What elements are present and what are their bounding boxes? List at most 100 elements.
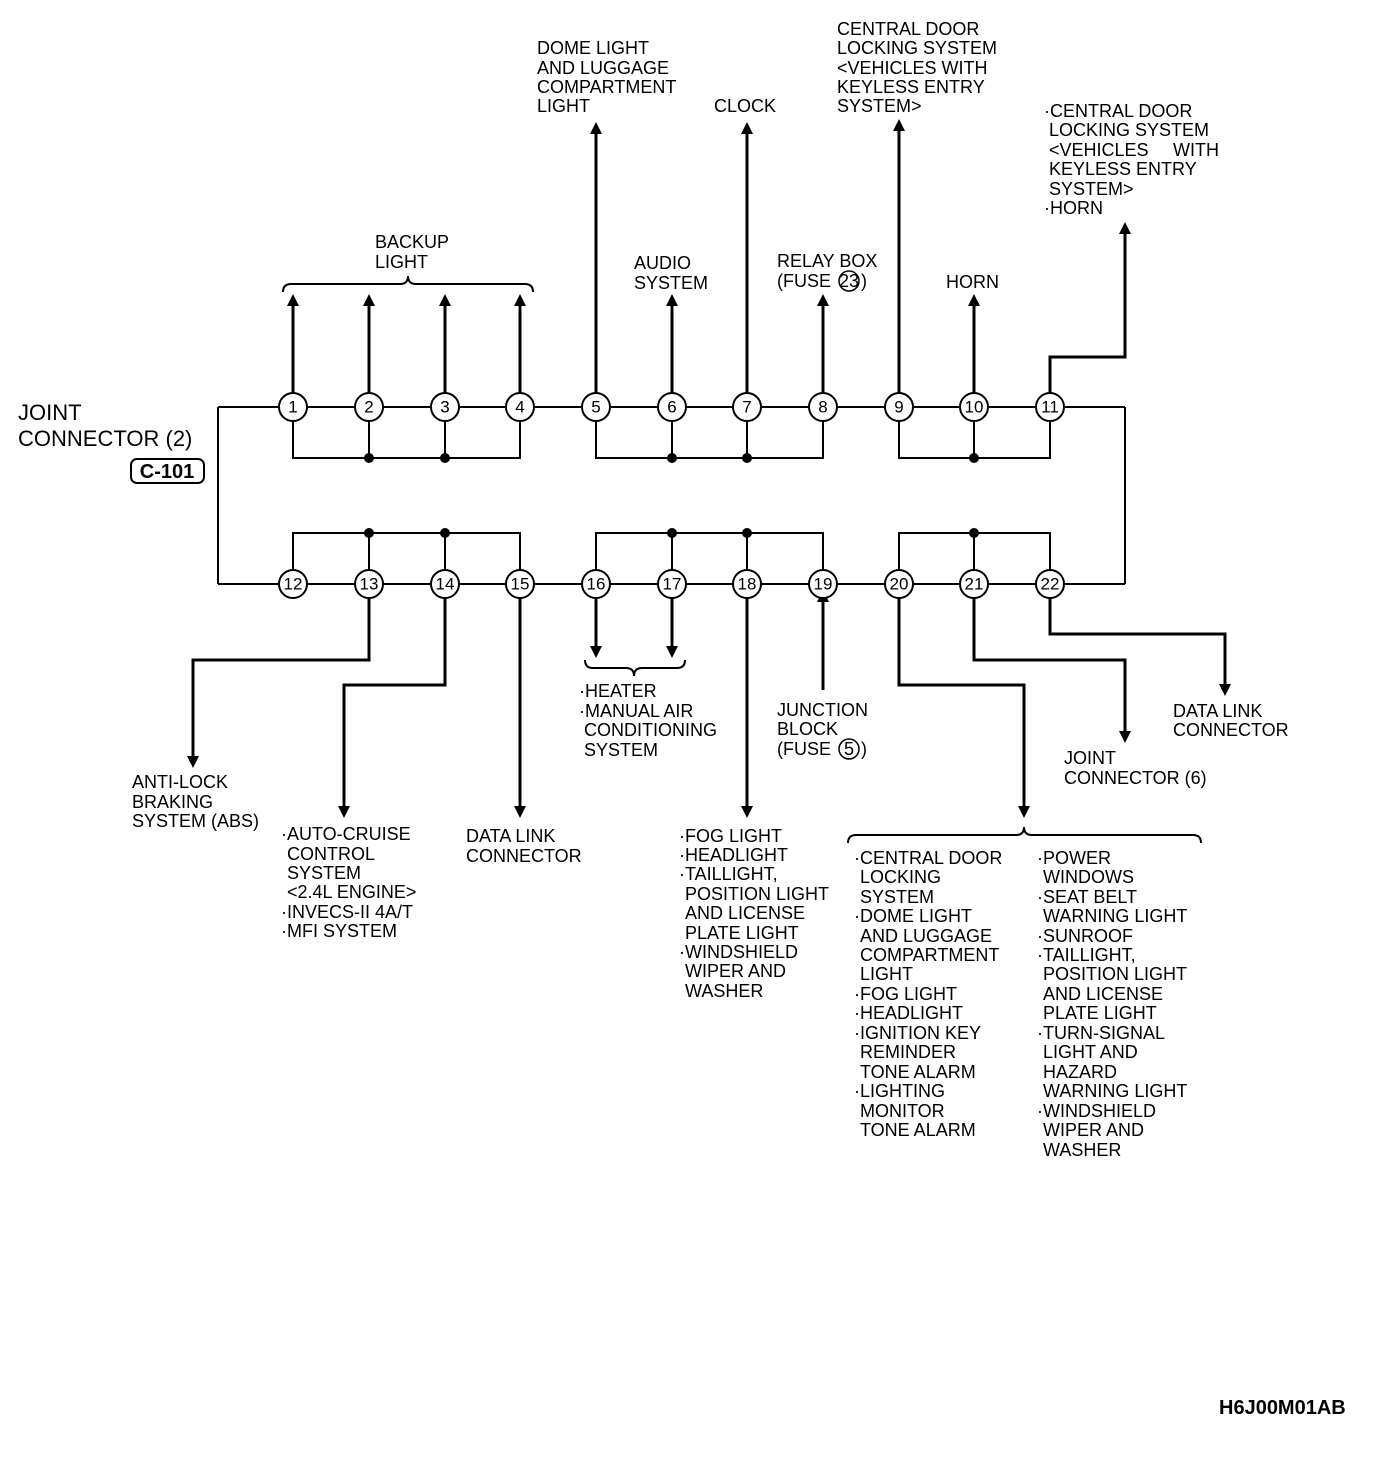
pin-2: 2 bbox=[354, 392, 384, 422]
svg-text:SYSTEM (ABS): SYSTEM (ABS) bbox=[132, 811, 259, 831]
svg-text:4: 4 bbox=[515, 398, 524, 417]
svg-text:10: 10 bbox=[965, 398, 984, 417]
svg-text:LIGHT: LIGHT bbox=[860, 964, 913, 984]
svg-text:2: 2 bbox=[364, 398, 373, 417]
svg-text:CENTRAL DOOR: CENTRAL DOOR bbox=[837, 19, 979, 39]
svg-text:WARNING LIGHT: WARNING LIGHT bbox=[1043, 1081, 1187, 1101]
svg-text:MONITOR: MONITOR bbox=[860, 1101, 945, 1121]
svg-text:BACKUP: BACKUP bbox=[375, 232, 449, 252]
connector-title: JOINT CONNECTOR (2) C-101 bbox=[18, 400, 205, 484]
svg-text:·MFI SYSTEM: ·MFI SYSTEM bbox=[281, 921, 397, 941]
svg-text:BRAKING: BRAKING bbox=[132, 792, 213, 812]
svg-text:·SUNROOF: ·SUNROOF bbox=[1037, 926, 1133, 946]
svg-text:16: 16 bbox=[587, 575, 606, 594]
svg-text:12: 12 bbox=[284, 575, 303, 594]
svg-text:SYSTEM: SYSTEM bbox=[860, 887, 934, 907]
pin-13: 13 bbox=[354, 569, 384, 599]
svg-text:): ) bbox=[861, 739, 867, 759]
label-abs: ANTI-LOCK BRAKING SYSTEM (ABS) bbox=[132, 772, 259, 831]
svg-text:8: 8 bbox=[818, 398, 827, 417]
svg-text:LIGHT: LIGHT bbox=[537, 96, 590, 116]
svg-text:PLATE LIGHT: PLATE LIGHT bbox=[1043, 1003, 1157, 1023]
svg-text:·HEADLIGHT: ·HEADLIGHT bbox=[679, 845, 788, 865]
svg-text:CONTROL: CONTROL bbox=[287, 844, 375, 864]
svg-text:·HEATER: ·HEATER bbox=[579, 681, 657, 701]
svg-text:·CENTRAL DOOR: ·CENTRAL DOOR bbox=[1044, 101, 1192, 121]
svg-text:·TAILLIGHT,: ·TAILLIGHT, bbox=[679, 864, 778, 884]
pin-6: 6 bbox=[657, 392, 687, 422]
svg-text:·WINDSHIELD: ·WINDSHIELD bbox=[1037, 1101, 1156, 1121]
svg-text:·FOG LIGHT: ·FOG LIGHT bbox=[854, 984, 957, 1004]
svg-text:KEYLESS ENTRY: KEYLESS ENTRY bbox=[837, 77, 985, 97]
pin-1: 1 bbox=[278, 392, 308, 422]
svg-text:·TAILLIGHT,: ·TAILLIGHT, bbox=[1037, 945, 1136, 965]
svg-text:CONNECTOR (2): CONNECTOR (2) bbox=[18, 426, 192, 451]
svg-text:17: 17 bbox=[663, 575, 682, 594]
svg-text:AND LUGGAGE: AND LUGGAGE bbox=[537, 58, 669, 78]
label-backup-light: BACKUP LIGHT bbox=[375, 232, 449, 272]
svg-text:SYSTEM>: SYSTEM> bbox=[1049, 179, 1134, 199]
svg-text:AUDIO: AUDIO bbox=[634, 253, 691, 273]
svg-text:7: 7 bbox=[742, 398, 751, 417]
svg-text:CONNECTOR: CONNECTOR bbox=[1173, 720, 1289, 740]
svg-text:LIGHT: LIGHT bbox=[375, 252, 428, 272]
label-junction-block: JUNCTION BLOCK (FUSE 5 ) bbox=[777, 700, 868, 760]
svg-text:JUNCTION: JUNCTION bbox=[777, 700, 868, 720]
wire-pin-20 bbox=[897, 596, 1030, 818]
label-data-link-22: DATA LINK CONNECTOR bbox=[1173, 701, 1289, 740]
svg-text:REMINDER: REMINDER bbox=[860, 1042, 956, 1062]
pin-22: 22 bbox=[1035, 569, 1065, 599]
svg-text:·SEAT BELT: ·SEAT BELT bbox=[1037, 887, 1137, 907]
svg-text:·FOG LIGHT: ·FOG LIGHT bbox=[679, 826, 782, 846]
pin-8: 8 bbox=[808, 392, 838, 422]
bottom-wires bbox=[187, 590, 1231, 818]
svg-text:TONE ALARM: TONE ALARM bbox=[860, 1120, 976, 1140]
braces bbox=[282, 275, 1202, 844]
svg-text:·IGNITION KEY: ·IGNITION KEY bbox=[854, 1023, 981, 1043]
svg-text:BLOCK: BLOCK bbox=[777, 719, 838, 739]
svg-text:WIPER AND: WIPER AND bbox=[685, 961, 786, 981]
pin-4: 4 bbox=[505, 392, 535, 422]
svg-text:POSITION LIGHT: POSITION LIGHT bbox=[685, 884, 829, 904]
svg-text:): ) bbox=[861, 271, 867, 291]
pin-21: 21 bbox=[959, 569, 989, 599]
svg-text:5: 5 bbox=[591, 398, 600, 417]
svg-text:ANTI-LOCK: ANTI-LOCK bbox=[132, 772, 228, 792]
svg-text:·POWER: ·POWER bbox=[1037, 848, 1111, 868]
wire-pin-13 bbox=[187, 596, 371, 768]
label-relay-box: RELAY BOX (FUSE 23 ) bbox=[777, 251, 877, 292]
svg-text:15: 15 bbox=[511, 575, 530, 594]
svg-text:WASHER: WASHER bbox=[685, 981, 763, 1001]
pin-12: 12 bbox=[278, 569, 308, 599]
svg-text:AND LUGGAGE: AND LUGGAGE bbox=[860, 926, 992, 946]
svg-text:TONE ALARM: TONE ALARM bbox=[860, 1062, 976, 1082]
wire-pin-21 bbox=[972, 596, 1131, 743]
svg-text:CLOCK: CLOCK bbox=[714, 96, 776, 116]
svg-text:LOCKING SYSTEM: LOCKING SYSTEM bbox=[837, 38, 997, 58]
svg-text:CONDITIONING: CONDITIONING bbox=[584, 720, 717, 740]
pin-9: 9 bbox=[884, 392, 914, 422]
svg-text:22: 22 bbox=[1041, 575, 1060, 594]
internal-bus-bottom bbox=[292, 528, 1051, 584]
wire-pin-22 bbox=[1048, 596, 1231, 696]
wire-pin-11 bbox=[1048, 222, 1131, 395]
svg-text:9: 9 bbox=[894, 398, 903, 417]
label-data-link-15: DATA LINK CONNECTOR bbox=[466, 826, 582, 866]
svg-text:AND LICENSE: AND LICENSE bbox=[685, 903, 805, 923]
connector-code: C-101 bbox=[140, 461, 194, 483]
pin-5: 5 bbox=[581, 392, 611, 422]
pin-17: 17 bbox=[657, 569, 687, 599]
pin-18: 18 bbox=[732, 569, 762, 599]
svg-text:(FUSE: (FUSE bbox=[777, 271, 831, 291]
pin-19: 19 bbox=[808, 569, 838, 599]
wire-pin-14 bbox=[338, 596, 447, 818]
pin-15: 15 bbox=[505, 569, 535, 599]
label-heater: ·HEATER ·MANUAL AIR CONDITIONING SYSTEM bbox=[579, 681, 717, 760]
svg-text:·LIGHTING: ·LIGHTING bbox=[854, 1081, 945, 1101]
svg-text:·HORN: ·HORN bbox=[1044, 198, 1103, 218]
svg-text:14: 14 bbox=[436, 575, 455, 594]
svg-text:COMPARTMENT: COMPARTMENT bbox=[860, 945, 999, 965]
svg-text:CONNECTOR (6): CONNECTOR (6) bbox=[1064, 768, 1207, 788]
svg-text:RELAY BOX: RELAY BOX bbox=[777, 251, 877, 271]
pin-20: 20 bbox=[884, 569, 914, 599]
